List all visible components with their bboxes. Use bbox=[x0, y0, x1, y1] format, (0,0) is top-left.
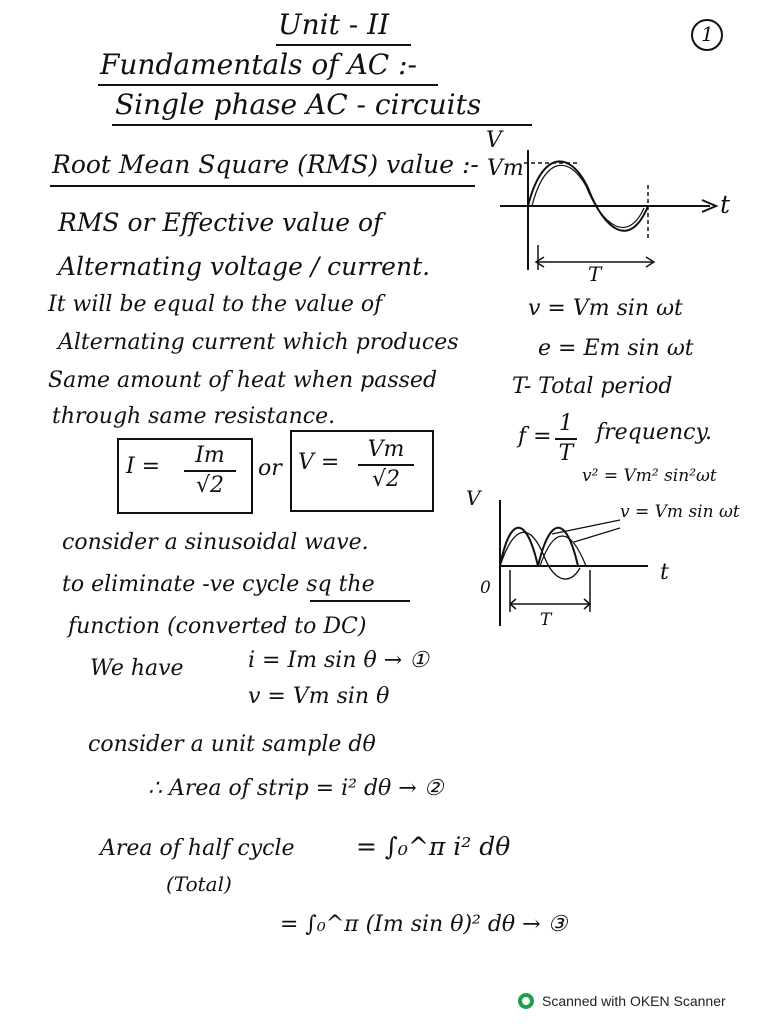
squared-sine-graph bbox=[499, 500, 648, 626]
scanner-watermark: Scanned with OKEN Scanner bbox=[518, 990, 726, 1012]
rms-line-1: RMS or Effective value of bbox=[58, 208, 383, 237]
sin-line-1: consider a sinusoidal wave. bbox=[62, 530, 369, 555]
frequency-bar bbox=[555, 438, 577, 440]
graph2-x-label: t bbox=[660, 560, 669, 585]
graph2-origin-label: 0 bbox=[480, 578, 491, 598]
scanner-text: Scanned with OKEN Scanner bbox=[542, 993, 726, 1009]
formula-voltage-den: √2 bbox=[371, 467, 400, 492]
scanner-logo-icon bbox=[518, 993, 534, 1009]
formula-current-bar bbox=[184, 470, 236, 472]
rms-line-5: Same amount of heat when passed bbox=[48, 368, 438, 393]
emf-equation: e = Em sin ωt bbox=[538, 336, 694, 361]
graph1-period-label: T bbox=[588, 262, 602, 286]
formula-voltage-lhs: V = bbox=[298, 450, 340, 475]
formula-current-fraction: Im √2 bbox=[182, 442, 238, 500]
frequency-lhs: f = bbox=[518, 424, 552, 449]
graph2-period-label: T bbox=[540, 610, 552, 630]
frequency-num: 1 bbox=[559, 411, 573, 436]
sine-wave-graph bbox=[500, 150, 719, 270]
voltage-equation: v = Vm sin ωt bbox=[528, 296, 683, 321]
sin-line-2-underline bbox=[310, 600, 410, 602]
graph2-y-label: V bbox=[466, 486, 481, 510]
frequency-den: T bbox=[558, 441, 574, 466]
area-integral-1: = ∫₀^π i² dθ bbox=[356, 832, 511, 861]
unit-title-underline bbox=[276, 44, 411, 46]
formula-box-current bbox=[117, 438, 253, 514]
rms-line-2: Alternating voltage / current. bbox=[58, 252, 431, 281]
we-have: We have bbox=[90, 656, 184, 681]
formula-current-den: √2 bbox=[195, 473, 224, 498]
period-note: T- Total period bbox=[512, 374, 673, 399]
frequency-fraction: 1 T bbox=[553, 410, 579, 468]
rms-line-6: through same resistance. bbox=[52, 404, 336, 429]
area-half-cycle: Area of half cycle bbox=[100, 836, 295, 861]
rms-line-3: It will be equal to the value of bbox=[48, 292, 383, 317]
topic-line-1-underline bbox=[98, 84, 438, 86]
formula-voltage-num: Vm bbox=[367, 437, 405, 462]
topic-line-1: Fundamentals of AC :- bbox=[100, 48, 417, 81]
area-integral-2: = ∫₀^π (Im sin θ)² dθ → ③ bbox=[280, 912, 568, 937]
formula-voltage-fraction: Vm √2 bbox=[356, 436, 416, 494]
rms-line-4: Alternating current which produces bbox=[58, 330, 459, 355]
frequency-text: frequency. bbox=[596, 420, 712, 445]
current-equation-1: i = Im sin θ → ① bbox=[248, 648, 429, 673]
graph1-peak-label: Vm bbox=[487, 156, 524, 181]
graph1-y-label: V bbox=[486, 128, 502, 153]
area-strip: ∴ Area of strip = i² dθ → ② bbox=[148, 776, 444, 801]
area-line-1: consider a unit sample dθ bbox=[88, 732, 376, 757]
formula-voltage-bar bbox=[358, 464, 414, 466]
page-number: 1 bbox=[701, 22, 714, 46]
graph2-squared-curve-label: v² = Vm² sin²ωt bbox=[582, 466, 717, 486]
graph1-x-label: t bbox=[720, 190, 731, 219]
area-total-label: (Total) bbox=[166, 872, 232, 896]
rms-heading-underline bbox=[50, 185, 475, 187]
formula-box-voltage bbox=[290, 430, 434, 512]
page-number-circle bbox=[691, 19, 723, 51]
formula-current-lhs: I = bbox=[126, 454, 161, 479]
topic-line-2: Single phase AC - circuits bbox=[115, 88, 482, 121]
graph2-sine-curve-label: v = Vm sin ωt bbox=[620, 502, 740, 522]
sin-line-2: to eliminate -ve cycle sq the bbox=[62, 572, 375, 597]
formula-or: or bbox=[258, 456, 282, 481]
sin-line-3: function (converted to DC) bbox=[68, 614, 367, 639]
formula-current-num: Im bbox=[195, 443, 225, 468]
unit-title: Unit - II bbox=[278, 8, 390, 41]
rms-heading: Root Mean Square (RMS) value :- bbox=[52, 150, 479, 179]
topic-line-2-underline bbox=[112, 124, 532, 126]
voltage-equation-2: v = Vm sin θ bbox=[248, 684, 390, 709]
